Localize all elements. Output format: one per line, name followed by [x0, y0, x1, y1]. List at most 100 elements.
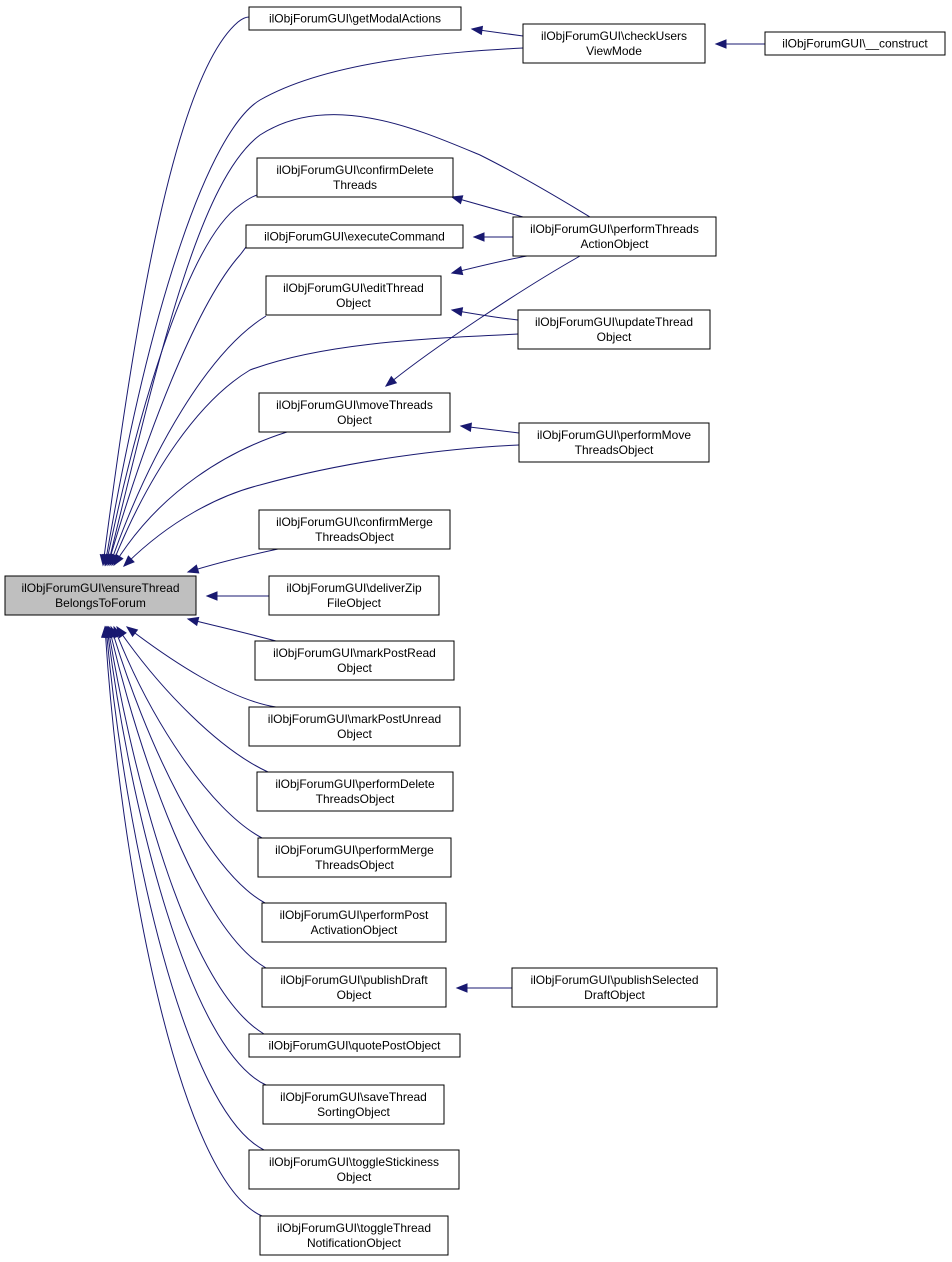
edge-line: [123, 444, 520, 567]
edge-arrowhead-checkUsers-to-getModal: [470, 25, 484, 36]
node-box[interactable]: [248, 706, 461, 747]
edge-arrowhead-performThreadsAction-to-executeCommand: [472, 232, 485, 242]
node-box[interactable]: [257, 837, 452, 878]
node-label-line: ilObjForumGUI\deliverZip: [286, 581, 422, 595]
node-getModal[interactable]: ilObjForumGUI\getModalActions: [248, 6, 462, 31]
edge-line: [104, 47, 524, 566]
node-label-line: ilObjForumGUI\moveThreads: [276, 398, 433, 412]
edge-arrowhead-performThreadsAction-to-confirmDelete: [450, 195, 464, 205]
node-box[interactable]: [261, 902, 447, 943]
edge-markRead-to-ensure: [186, 616, 277, 642]
node-label-line: FileObject: [327, 596, 382, 610]
node-box[interactable]: [245, 224, 464, 249]
node-box[interactable]: [764, 31, 946, 56]
node-label-line: ThreadsObject: [316, 792, 395, 806]
edge-line: [105, 193, 261, 566]
node-box[interactable]: [248, 1033, 461, 1058]
node-label-line: ilObjForumGUI\executeCommand: [264, 230, 445, 244]
edge-performDelete-to-ensure: [116, 625, 269, 773]
node-box[interactable]: [254, 640, 455, 681]
edge-arrowhead-markUnread-to-ensure: [125, 626, 139, 638]
node-label-line: ilObjForumGUI\performThreads: [530, 222, 699, 236]
edge-quotePost-to-ensure: [105, 625, 265, 1035]
node-label-line: ilObjForumGUI\markPostRead: [273, 646, 436, 660]
node-label-line: ViewMode: [586, 44, 642, 58]
node-box[interactable]: [259, 1215, 449, 1256]
edge-line: [102, 16, 250, 566]
node-box[interactable]: [258, 392, 451, 433]
node-label-line: ilObjForumGUI\performMove: [537, 428, 691, 442]
node-box[interactable]: [518, 422, 710, 463]
edge-line: [110, 626, 266, 904]
node-label-line: ThreadsObject: [315, 530, 394, 544]
node-toggleNotification[interactable]: ilObjForumGUI\toggleThreadNotificationOb…: [259, 1215, 449, 1256]
edge-arrowhead-deliverZip-to-ensure: [205, 591, 218, 601]
edge-line: [111, 333, 519, 566]
edge-moveThreads-to-ensure: [113, 431, 288, 567]
node-box[interactable]: [522, 23, 706, 64]
node-box[interactable]: [258, 509, 451, 550]
node-box[interactable]: [256, 157, 454, 198]
node-label-line: DraftObject: [584, 988, 645, 1002]
node-label-line: Object: [337, 661, 372, 675]
node-box[interactable]: [261, 967, 447, 1008]
node-box[interactable]: [256, 771, 454, 812]
node-label-line: Object: [597, 330, 632, 344]
node-executeCommand[interactable]: ilObjForumGUI\executeCommand: [245, 224, 464, 249]
edge-markUnread-to-ensure: [125, 626, 277, 708]
node-label-line: ThreadsObject: [575, 443, 654, 457]
edge-confirmMerge-to-ensure: [186, 548, 279, 574]
edge-checkUsers-to-getModal: [470, 25, 524, 37]
node-box[interactable]: [512, 216, 717, 257]
edge-performThreadsAction-to-confirmDelete: [450, 195, 524, 218]
node-label-line: ActionObject: [580, 237, 649, 251]
edge-performThreadsAction-to-moveThreads: [384, 255, 581, 387]
node-label-line: ilObjForumGUI\editThread: [283, 281, 424, 295]
node-construct[interactable]: ilObjForumGUI\__construct: [764, 31, 946, 56]
edge-performMerge-to-ensure: [113, 625, 263, 839]
edge-arrowhead-toggleNotification-to-ensure: [100, 625, 111, 638]
node-box[interactable]: [248, 6, 462, 31]
node-box[interactable]: [4, 575, 197, 616]
edge-arrowhead-performThreadsAction-to-moveThreads: [384, 375, 398, 387]
node-box[interactable]: [248, 1149, 460, 1190]
node-quotePost[interactable]: ilObjForumGUI\quotePostObject: [248, 1033, 461, 1058]
edge-performMove-to-ensure: [123, 444, 520, 567]
node-box[interactable]: [265, 275, 442, 316]
edge-line: [126, 626, 277, 708]
node-label-line: ilObjForumGUI\__construct: [782, 37, 928, 51]
node-box[interactable]: [517, 309, 711, 350]
node-box[interactable]: [268, 575, 440, 616]
node-box[interactable]: [511, 967, 718, 1008]
edge-line: [104, 626, 263, 1217]
node-performPost[interactable]: ilObjForumGUI\performPostActivationObjec…: [261, 902, 447, 943]
edge-line: [113, 431, 288, 566]
node-label-line: ilObjForumGUI\performDelete: [275, 777, 435, 791]
node-box[interactable]: [262, 1084, 445, 1125]
node-label-line: Threads: [333, 178, 377, 192]
edge-arrowhead-publishSelected-to-publishDraft: [455, 983, 468, 993]
node-label-line: SortingObject: [317, 1105, 390, 1119]
node-label-line: Object: [337, 1170, 372, 1184]
edge-getModal-to-ensure: [99, 16, 250, 567]
edge-line: [108, 626, 267, 969]
